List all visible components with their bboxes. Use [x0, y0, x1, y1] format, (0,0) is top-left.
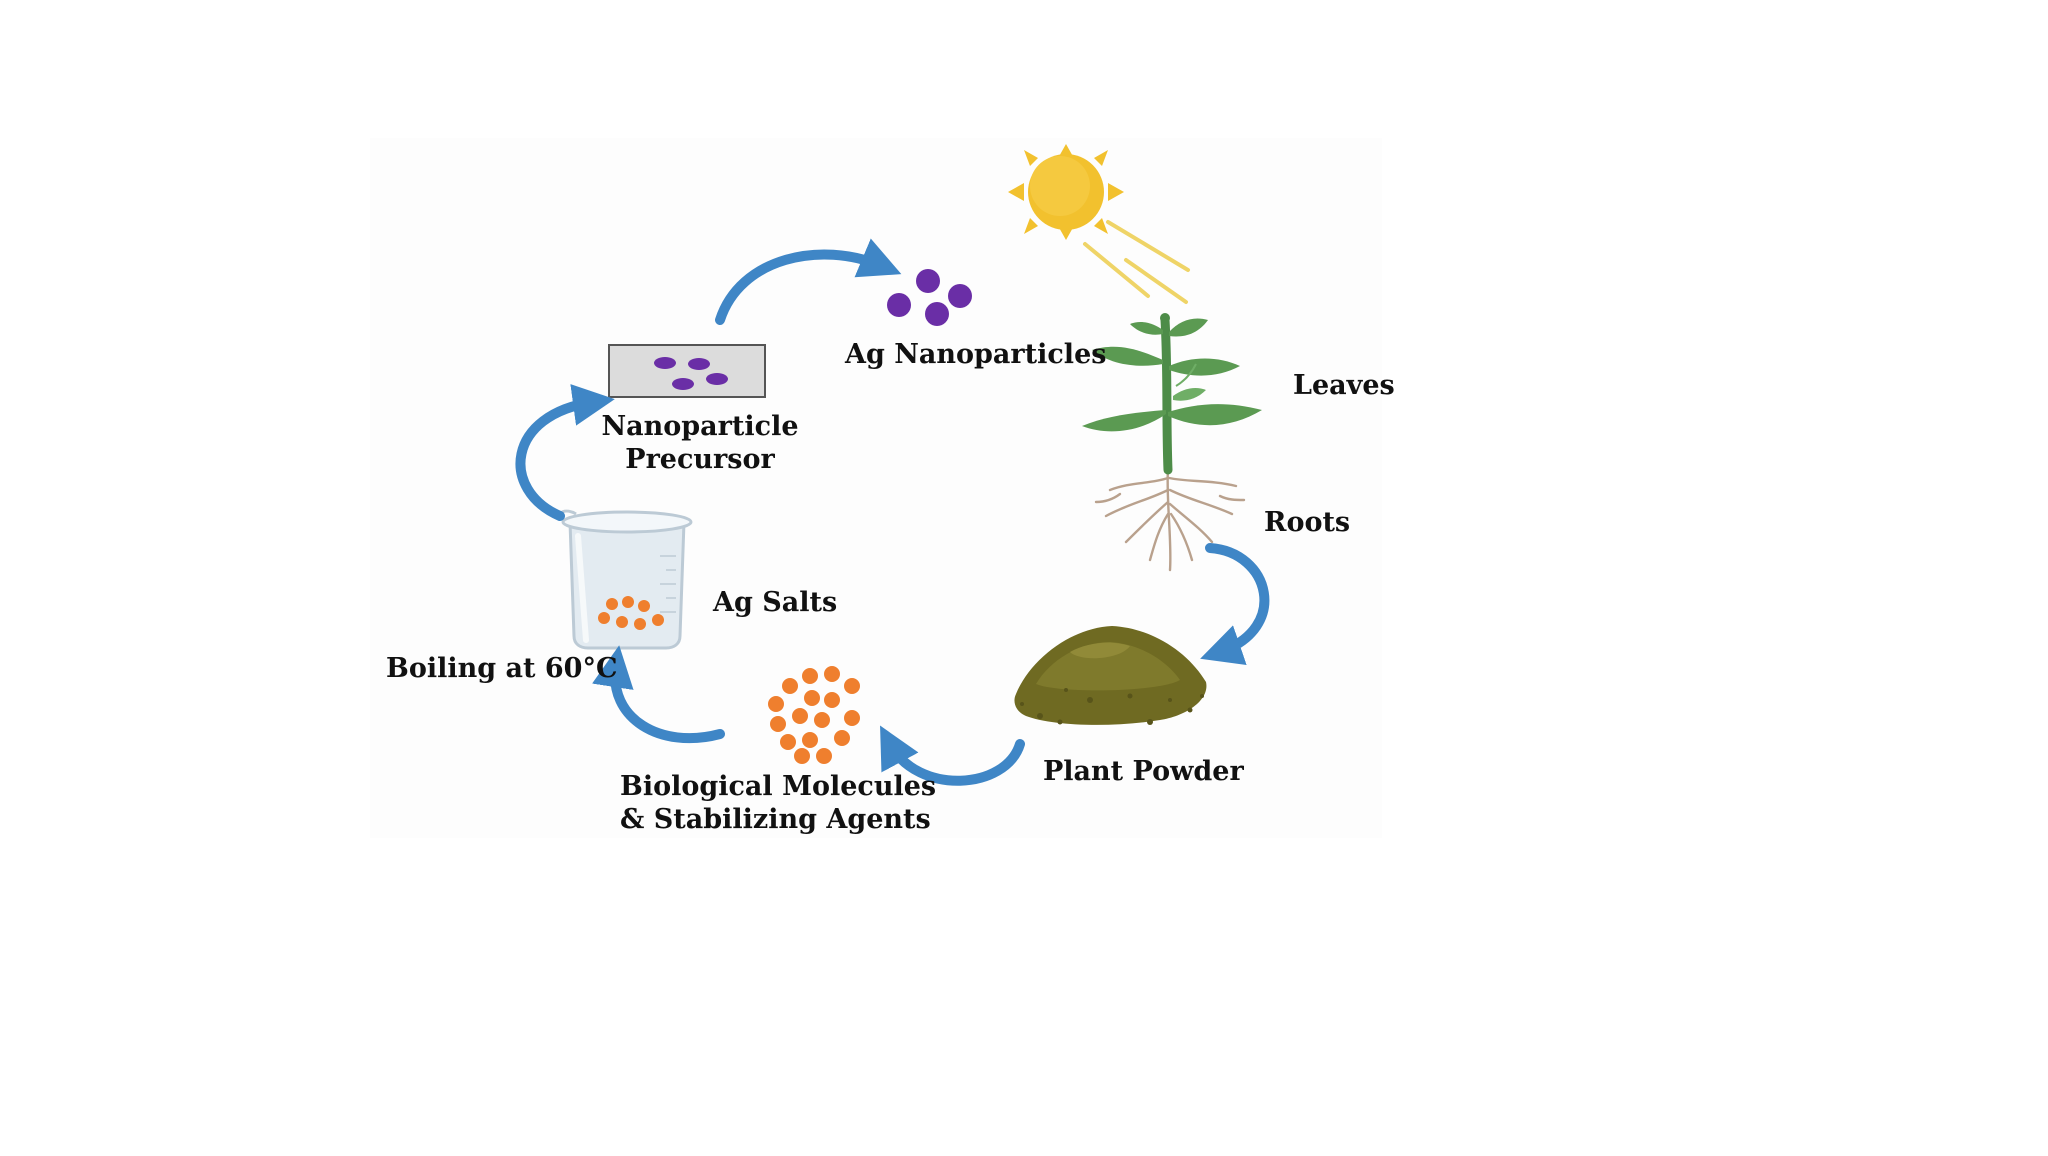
label-nanoparticle-precursor: Nanoparticle Precursor: [590, 410, 810, 476]
plant-icon: [1082, 313, 1262, 572]
label-leaves: Leaves: [1293, 370, 1395, 401]
label-biological-molecules-line1: Biological Molecules: [620, 771, 937, 802]
molecule-cluster-icon: [768, 666, 860, 764]
label-boiling: Boiling at 60°C: [386, 653, 618, 684]
powder-icon: [1014, 626, 1207, 725]
label-biological-molecules-line2: & Stabilizing Agents: [620, 804, 931, 835]
sun-icon: [1008, 144, 1190, 304]
label-ag-salts: Ag Salts: [713, 587, 838, 618]
label-ag-nanoparticles: Ag Nanoparticles: [845, 339, 1107, 370]
label-biological-molecules: Biological Molecules & Stabilizing Agent…: [620, 770, 937, 836]
nanoparticle-cluster-icon: [887, 269, 972, 326]
slide-icon: [608, 344, 766, 398]
cycle-arrow-icon: [515, 238, 1270, 786]
label-plant-powder: Plant Powder: [1043, 756, 1244, 787]
beaker-icon: [557, 509, 693, 650]
label-nanoparticle-precursor-line1: Nanoparticle: [601, 411, 799, 442]
label-roots: Roots: [1264, 507, 1351, 538]
label-nanoparticle-precursor-line2: Precursor: [625, 444, 775, 475]
